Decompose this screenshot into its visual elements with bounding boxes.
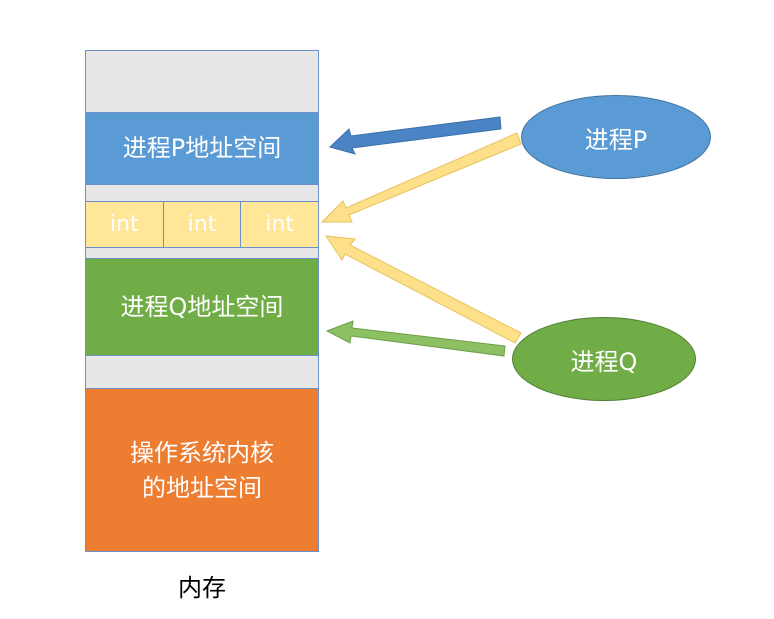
- process-q-ellipse[interactable]: 进程Q: [512, 317, 696, 401]
- memory-free-gap-3: [85, 356, 319, 388]
- arrow-q-to-q-space: [325, 320, 506, 357]
- process-p-address-space: 进程P地址空间: [85, 112, 319, 185]
- kernel-address-space: 操作系统内核 的地址空间: [85, 388, 319, 552]
- arrow-q-to-shared: [324, 235, 522, 344]
- process-p-label: 进程P: [584, 125, 648, 154]
- process-q-label: 进程Q: [570, 347, 638, 376]
- memory-free-top: [85, 50, 319, 112]
- memory-free-gap-1: [85, 185, 319, 201]
- process-q-address-space-label: 进程Q地址空间: [120, 292, 284, 321]
- memory-free-gap-2: [85, 248, 319, 258]
- arrow-p-to-p-space: [329, 116, 502, 155]
- kernel-address-space-label-line1: 操作系统内核: [130, 438, 274, 467]
- arrow-p-to-shared: [320, 132, 522, 223]
- process-q-address-space: 进程Q地址空间: [85, 258, 319, 356]
- shared-int-cell: int: [241, 202, 319, 247]
- shared-int-cell: int: [163, 202, 242, 247]
- process-p-address-space-label: 进程P地址空间: [122, 134, 282, 163]
- memory-caption: 内存: [178, 574, 226, 602]
- process-p-ellipse[interactable]: 进程P: [521, 95, 711, 179]
- shared-int-cell: int: [86, 202, 164, 247]
- kernel-address-space-label-line2: 的地址空间: [142, 473, 262, 502]
